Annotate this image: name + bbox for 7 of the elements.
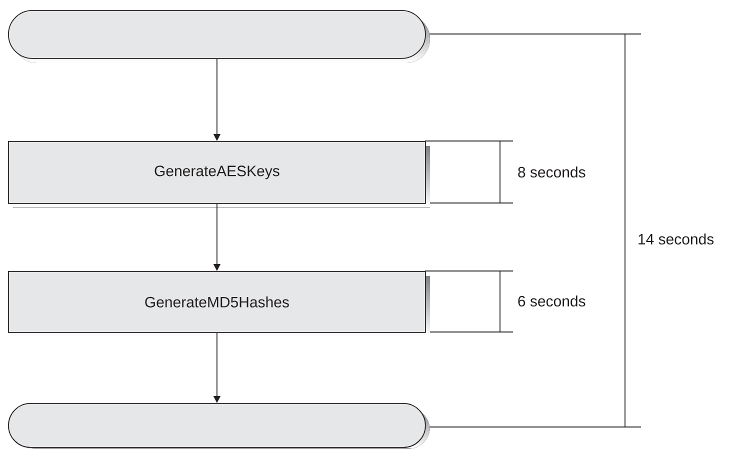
terminal-capsule	[8, 403, 430, 449]
duration-label: 6 seconds	[518, 295, 586, 306]
duration-label: 8 seconds	[518, 166, 586, 178]
process-box: GenerateAESKeys	[8, 141, 430, 208]
duration-label: 14 seconds	[638, 233, 714, 244]
terminal-capsule	[8, 10, 430, 63]
process-box: GenerateMD5Hashes	[8, 271, 430, 337]
